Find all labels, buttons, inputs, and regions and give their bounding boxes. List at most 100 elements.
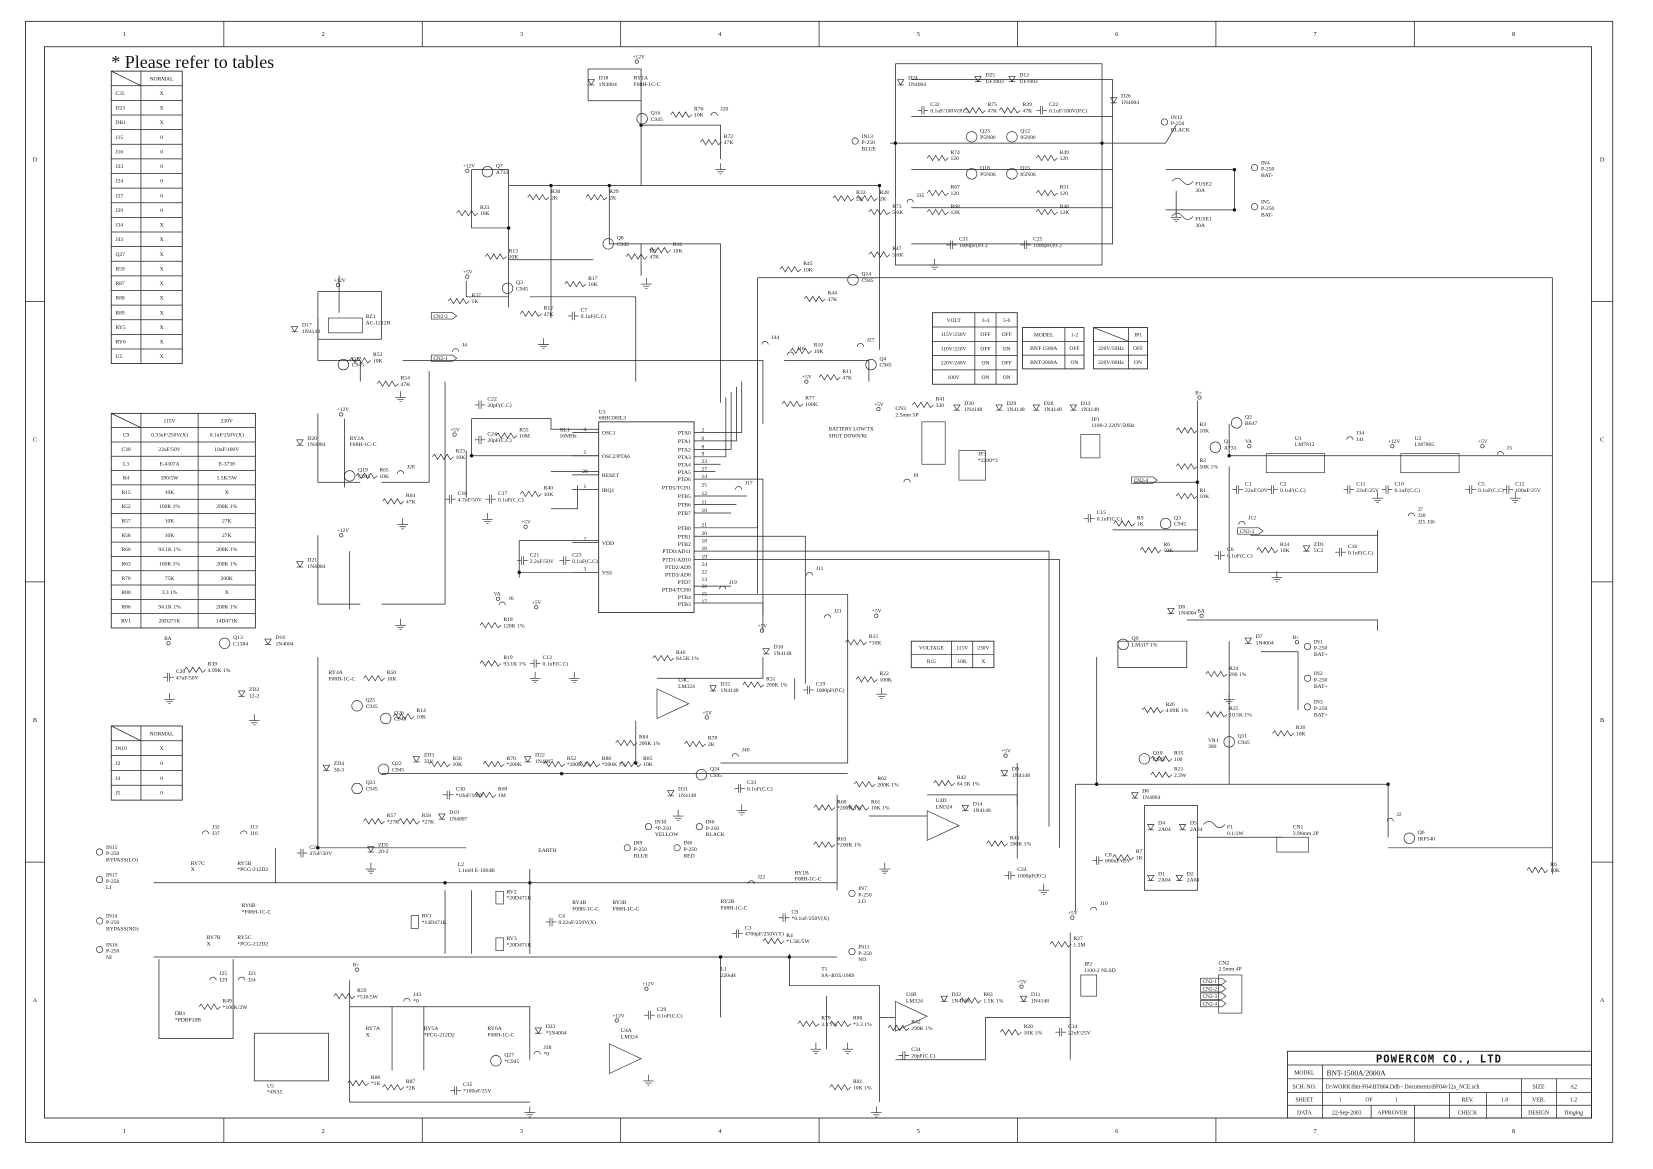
table-cell: 3.3 1% xyxy=(162,590,178,596)
component-value: 1000pF(P.C) xyxy=(1017,872,1046,879)
table-cell: R57 xyxy=(122,519,131,525)
table-cell: 0 xyxy=(160,149,163,155)
approver-label: APPROVER xyxy=(1377,1110,1407,1116)
component-value: 16MHz xyxy=(559,434,577,440)
resistor-icon xyxy=(813,841,836,848)
component-ref: C22 xyxy=(1049,102,1059,108)
ground-icon xyxy=(524,1106,536,1118)
resistor-icon xyxy=(684,740,706,748)
component-value: 22uF/25V xyxy=(1068,1030,1091,1036)
component-ref: J13 xyxy=(250,825,258,831)
sheet-label: SHEET xyxy=(1295,1098,1313,1104)
junction-dot xyxy=(1227,454,1231,458)
table-cell: R59 xyxy=(115,266,124,272)
component-ref: R54 xyxy=(401,375,411,381)
component-rv2: RV2*20D471K xyxy=(495,889,531,905)
component-ref: RY1A xyxy=(634,76,649,82)
table-cell: 200K 1% xyxy=(216,604,237,610)
capacitor-icon xyxy=(1343,485,1355,494)
component-ref: J32 xyxy=(212,825,220,831)
table-cell: E-4307A xyxy=(159,461,179,467)
diode-icon xyxy=(666,790,675,797)
component-ref: Q3 xyxy=(516,280,523,286)
power-port-icon xyxy=(1003,753,1008,758)
wire xyxy=(349,980,530,1103)
resistor-icon xyxy=(1205,711,1228,718)
resistor-icon xyxy=(456,209,479,217)
terminal-icon xyxy=(1304,674,1312,682)
component-value: 10K xyxy=(456,455,466,461)
component-value: LM324 xyxy=(936,805,953,811)
component-value: 10K xyxy=(643,762,653,768)
component-ref: R44 xyxy=(828,291,838,297)
component-ref: R12 xyxy=(544,306,554,312)
component-ref: IN2 xyxy=(1314,671,1323,677)
component-ref: R33 xyxy=(480,205,490,211)
component-ref: R64 xyxy=(406,493,416,499)
table-cell: R60 xyxy=(122,547,131,553)
component-r57: R57*27K xyxy=(363,813,399,825)
resistor-icon xyxy=(868,208,891,216)
component-value: LO xyxy=(858,899,865,905)
table-cell: 0 xyxy=(160,776,163,782)
net-label: +5V xyxy=(1001,748,1011,758)
component-value: C945 xyxy=(651,117,663,123)
component-ref: Q23 xyxy=(366,780,376,786)
wire xyxy=(1165,400,1198,552)
junction-dot xyxy=(893,141,898,145)
component-ref: RY7B xyxy=(207,935,221,941)
transistor-icon xyxy=(337,359,349,371)
component-value: 1N4004 xyxy=(276,641,294,647)
table-border xyxy=(1093,327,1148,370)
component-value: 200K 1% xyxy=(639,741,661,747)
component-ref: D30 xyxy=(964,401,974,407)
inner-border xyxy=(44,46,1592,1119)
component-value: LM7805 xyxy=(1415,442,1435,448)
capacitor-icon xyxy=(517,556,528,565)
component-ref: J11 xyxy=(816,566,824,572)
resistor-icon xyxy=(376,380,399,387)
mcu-pin-number: 9 xyxy=(701,452,704,458)
component-value: 22uF/25V xyxy=(1356,488,1379,494)
wire xyxy=(381,381,446,605)
ground-icon xyxy=(395,618,406,630)
wire xyxy=(694,478,764,631)
mcu-part: 68HC08JL3 xyxy=(599,416,627,422)
resistor-icon xyxy=(670,111,693,118)
ground-icon xyxy=(643,1074,654,1086)
company-name: POWERCOM CO., LTD xyxy=(1376,1053,1502,1065)
mcu-pin-name: PTD1/AD10 xyxy=(662,558,691,564)
zone-col-bottom: 1 xyxy=(123,1128,126,1135)
component-value: 100K xyxy=(879,677,891,683)
mcu-pin-number: 20 xyxy=(701,531,707,537)
component-value: J24 xyxy=(248,977,256,983)
resistor-icon xyxy=(495,432,518,439)
component-box xyxy=(958,450,986,481)
component-ref: R78 xyxy=(708,736,718,742)
component-ref: C16 xyxy=(1348,544,1358,550)
component-value: 47K xyxy=(828,297,838,303)
connector-tag: CN2-3 xyxy=(1237,527,1264,535)
component-value: F08H-1C-C xyxy=(350,442,377,448)
resistor-icon xyxy=(428,760,451,768)
mcu-pin-number: 6 xyxy=(701,436,704,442)
component-value: LM317 1% xyxy=(1132,642,1158,648)
table-cell: JP1 xyxy=(1134,332,1142,338)
transistor-icon xyxy=(966,131,978,143)
component-ref: RY4B xyxy=(572,900,586,906)
connector-tag-shape xyxy=(430,354,458,362)
